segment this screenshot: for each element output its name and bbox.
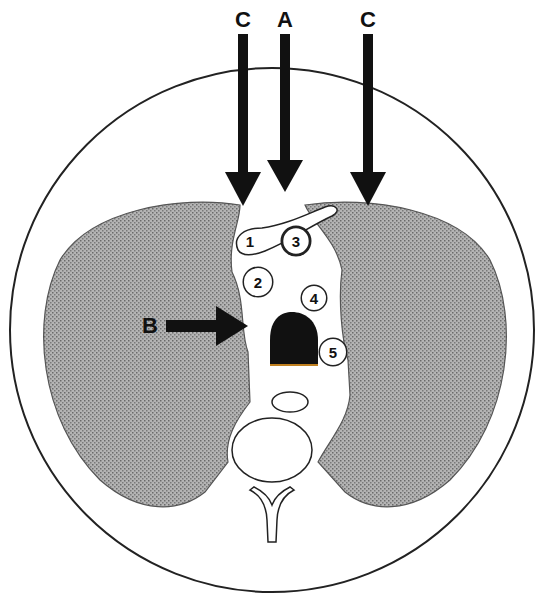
arrow-letter: C <box>235 9 251 31</box>
arrow-shaft <box>238 34 248 174</box>
left-lung <box>305 202 506 507</box>
arrow-letter: C <box>360 9 376 31</box>
arrow-head <box>225 172 261 206</box>
arrow-head <box>350 172 386 206</box>
numbered-circle: 4 <box>300 284 328 312</box>
esophagus <box>272 392 308 412</box>
callout-number: 2 <box>254 275 262 290</box>
trachea <box>270 312 318 365</box>
arrow-shaft <box>363 34 373 174</box>
callout-number: 3 <box>292 234 300 249</box>
callout-number: 4 <box>310 291 318 306</box>
arrow-letter: A <box>277 9 293 31</box>
numbered-circle: 3 <box>280 225 312 257</box>
callout-number: 1 <box>246 234 254 249</box>
callout-number: 5 <box>329 345 337 360</box>
body-outline <box>10 68 534 592</box>
vein-outline <box>237 206 338 255</box>
arrow-head <box>267 160 303 192</box>
spinous-process <box>250 487 294 542</box>
vertebral-body <box>232 418 312 482</box>
right-lung <box>44 202 250 507</box>
numbered-circle: 2 <box>242 266 274 298</box>
arrow-letter: B <box>142 315 158 337</box>
numbered-circle: 5 <box>318 337 348 367</box>
numbered-circle: 1 <box>239 230 261 252</box>
trachea-base <box>270 364 318 366</box>
arrow-shaft <box>280 34 290 162</box>
arrow-head <box>216 306 248 346</box>
arrow-shaft <box>166 320 218 332</box>
